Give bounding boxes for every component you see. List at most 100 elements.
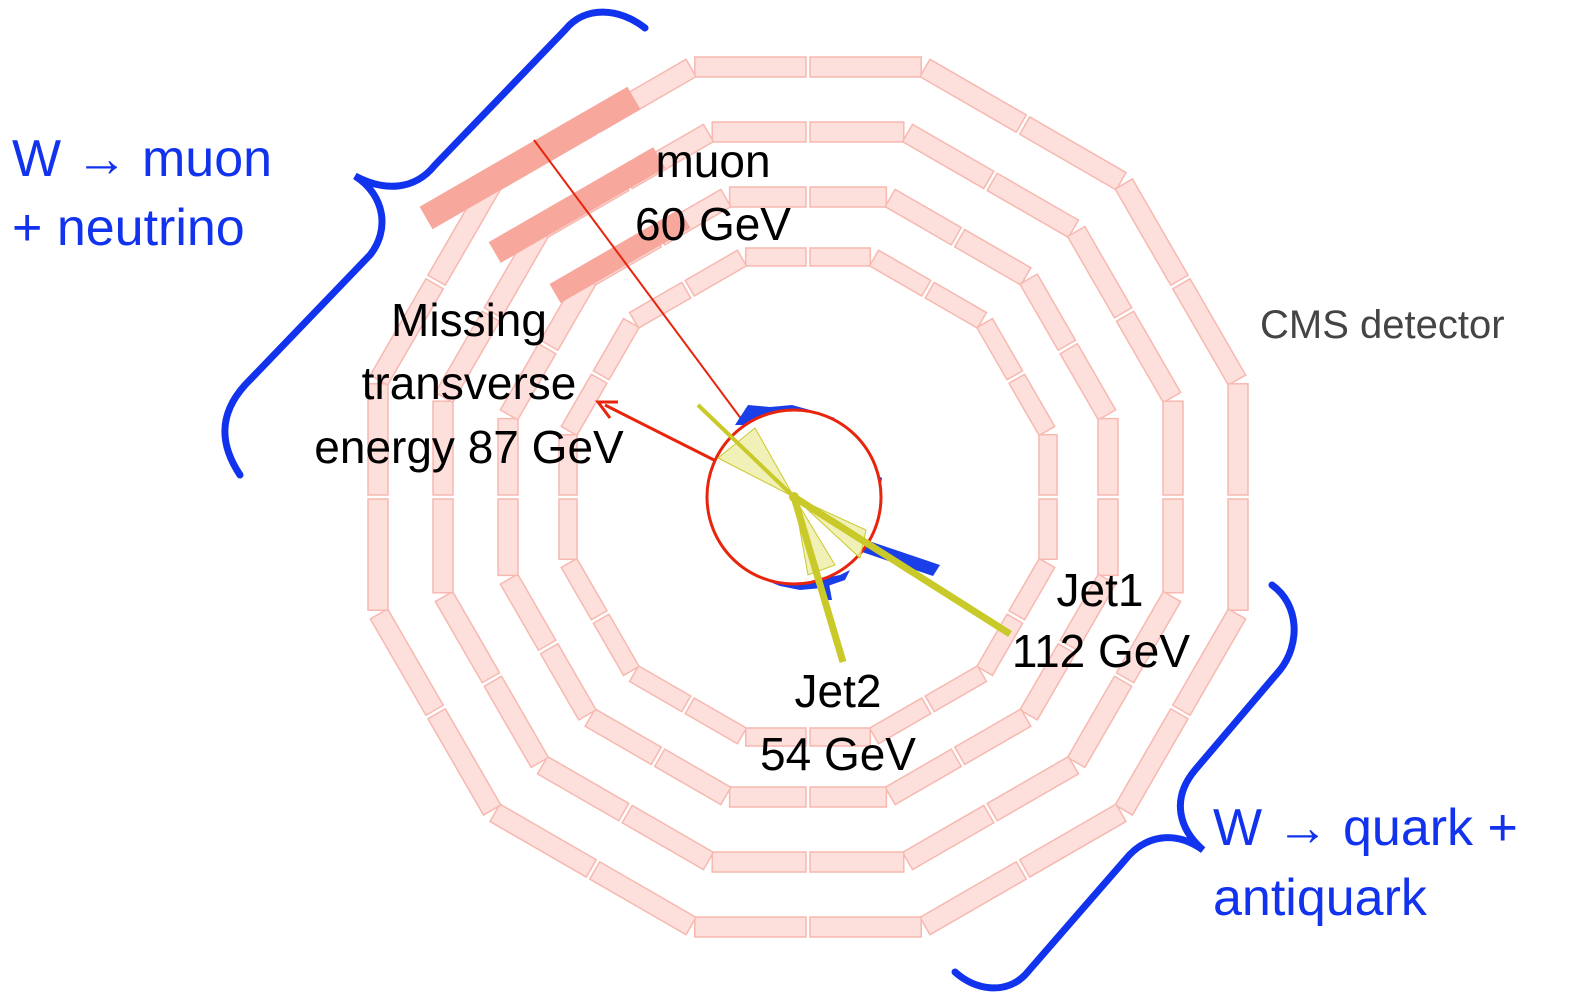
detector-module xyxy=(499,342,557,421)
detector-module xyxy=(1227,383,1249,496)
detector-module xyxy=(1066,225,1133,319)
jet1-energy-label: 112 GeV xyxy=(1012,625,1190,677)
detector-module xyxy=(694,916,807,938)
detector-module xyxy=(558,433,578,496)
detector-module xyxy=(1162,498,1184,594)
jet2-energy-label: 54 GeV xyxy=(760,728,916,780)
detector-module xyxy=(584,707,663,766)
w-muon-annotation-line1: W → muon xyxy=(12,130,272,188)
jet1-line xyxy=(792,494,1012,637)
detector-module xyxy=(918,860,1028,936)
detector-module xyxy=(744,727,807,747)
detector-module xyxy=(432,498,454,594)
brace-w-quark xyxy=(951,581,1298,992)
detector-module xyxy=(809,186,888,208)
detector-module xyxy=(809,121,905,143)
detector-module xyxy=(1018,642,1077,721)
detector-module xyxy=(884,748,963,806)
detector-module xyxy=(953,228,1032,287)
detector-module xyxy=(809,851,905,873)
detector-module xyxy=(434,310,501,404)
detector-module xyxy=(728,786,807,808)
detector-module xyxy=(986,755,1080,822)
detector-module xyxy=(592,613,641,677)
detector-module xyxy=(432,400,454,496)
missing-energy-label-line1: Missing xyxy=(391,294,547,346)
detector-module xyxy=(744,247,807,267)
detector-module xyxy=(711,851,807,873)
detector-module xyxy=(483,675,550,769)
missing-energy-arrow-shaft xyxy=(604,403,715,462)
detector-module xyxy=(1097,498,1119,577)
detector-module xyxy=(588,860,698,936)
detector-module xyxy=(1097,417,1119,496)
detector-module xyxy=(653,748,732,806)
detector-module xyxy=(628,664,692,713)
detector-module xyxy=(1171,277,1247,387)
detector-module xyxy=(497,498,519,577)
muon-chamber xyxy=(419,86,641,230)
detector-module xyxy=(369,607,445,717)
cms-detector-label: CMS detector xyxy=(1260,303,1505,347)
w-quark-annotation-line1: W → quark + xyxy=(1213,799,1518,857)
detector-module xyxy=(1171,607,1247,717)
detector-module xyxy=(868,696,932,745)
detector-module xyxy=(684,696,748,745)
detector-module xyxy=(1066,675,1133,769)
detector-module xyxy=(1059,342,1117,421)
interaction-vertex xyxy=(789,492,799,502)
missing-energy-arrow-head xyxy=(595,400,618,419)
detector-module xyxy=(975,613,1024,677)
missing-energy-arrow xyxy=(595,400,715,462)
detector-module xyxy=(1115,310,1182,404)
w-muon-annotation-line2: + neutrino xyxy=(12,199,245,257)
detector-module xyxy=(560,557,609,621)
detector-module xyxy=(1114,177,1190,287)
detector-module xyxy=(1038,433,1058,496)
jet2-line xyxy=(790,496,847,663)
detector-module xyxy=(1018,115,1128,191)
detector-module xyxy=(728,186,807,208)
detector-module xyxy=(901,123,995,190)
detector-module xyxy=(924,281,988,330)
detector-module xyxy=(694,56,807,78)
detector-module xyxy=(488,803,598,879)
detector-module xyxy=(1018,803,1128,879)
detector-module xyxy=(1162,400,1184,496)
detector-module xyxy=(592,317,641,381)
jet1-label: Jet1 xyxy=(1057,564,1144,616)
detector-module xyxy=(367,383,389,496)
detector-module xyxy=(884,188,963,246)
detector-module xyxy=(558,498,578,561)
muon-label: muon xyxy=(655,135,770,187)
detector-module xyxy=(434,590,501,684)
detector-module xyxy=(1227,498,1249,611)
w-quark-annotation-line2: antiquark xyxy=(1213,869,1428,927)
detector-module xyxy=(711,121,807,143)
detector-module xyxy=(1059,573,1117,652)
detector-module xyxy=(1038,498,1058,561)
detector-module xyxy=(621,804,715,871)
detector-module xyxy=(924,664,988,713)
jet-cone-jet2 xyxy=(793,496,836,576)
detector-module xyxy=(684,249,748,298)
detector-module xyxy=(1018,273,1077,352)
detector-module xyxy=(975,317,1024,381)
detector-module xyxy=(369,277,445,387)
detector-module xyxy=(901,804,995,871)
detector-module xyxy=(497,417,519,496)
detector-module xyxy=(1115,590,1182,684)
detector-module xyxy=(499,573,557,652)
detector-module xyxy=(426,707,502,817)
brace-w-muon xyxy=(221,8,649,479)
detector-module xyxy=(539,642,598,721)
jet2-label: Jet2 xyxy=(795,665,882,717)
detector-module xyxy=(809,916,922,938)
missing-energy-label-line3: energy 87 GeV xyxy=(314,421,624,473)
detector-module xyxy=(809,786,888,808)
detector-module xyxy=(918,58,1028,134)
detector-rings xyxy=(367,56,1249,938)
detector-module xyxy=(986,172,1080,239)
jet-line-upper xyxy=(696,403,796,499)
